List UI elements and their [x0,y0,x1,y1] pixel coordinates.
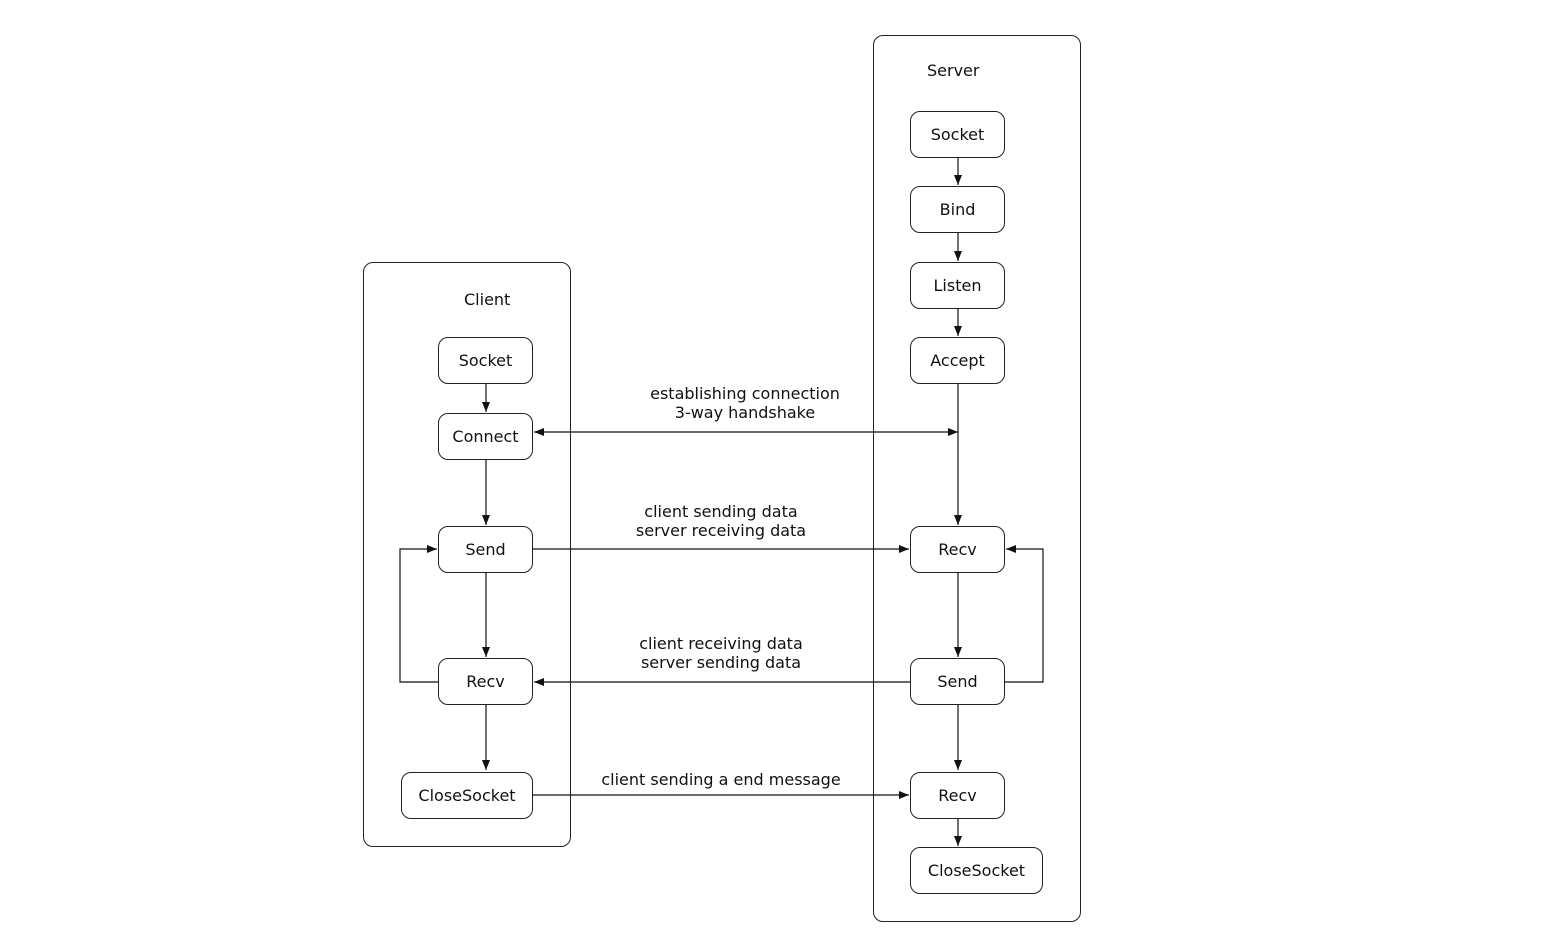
client-send-node: Send [438,526,533,573]
client-connect-node: Connect [438,413,533,460]
server-recv-end-node: Recv [910,772,1005,819]
server-bind-node: Bind [910,186,1005,233]
client-lane [363,262,571,847]
client-recv-label-line-2: server sending data [640,653,802,672]
server-lane-title: Server [927,61,980,80]
client-send-label-line-2: server receiving data [635,521,807,540]
edge-server-loop [1005,545,1044,683]
server-accept-node: Accept [910,337,1005,384]
end-message-label: client sending a end message [601,770,840,789]
handshake-label-line-2: 3-way handshake [674,403,816,422]
server-lane [873,35,1081,922]
server-socket-node: Socket [910,111,1005,158]
client-send-label: client sending data server receiving dat… [636,502,806,540]
client-recv-label-line-1: client receiving data [639,634,803,653]
handshake-label-line-1: establishing connection [650,384,840,403]
client-lane-title: Client [464,290,511,309]
client-recv-label: client receiving data server sending dat… [639,634,803,672]
client-socket-node: Socket [438,337,533,384]
server-send-node: Send [910,658,1005,705]
server-listen-node: Listen [910,262,1005,309]
client-recv-node: Recv [438,658,533,705]
client-closesocket-node: CloseSocket [401,772,533,819]
client-send-label-line-1: client sending data [644,502,798,521]
edge-client-loop [399,545,438,683]
handshake-label: establishing connection 3-way handshake [650,384,840,422]
end-message-label-line-1: client sending a end message [601,770,841,789]
server-recv-node: Recv [910,526,1005,573]
server-closesocket-node: CloseSocket [910,847,1043,894]
